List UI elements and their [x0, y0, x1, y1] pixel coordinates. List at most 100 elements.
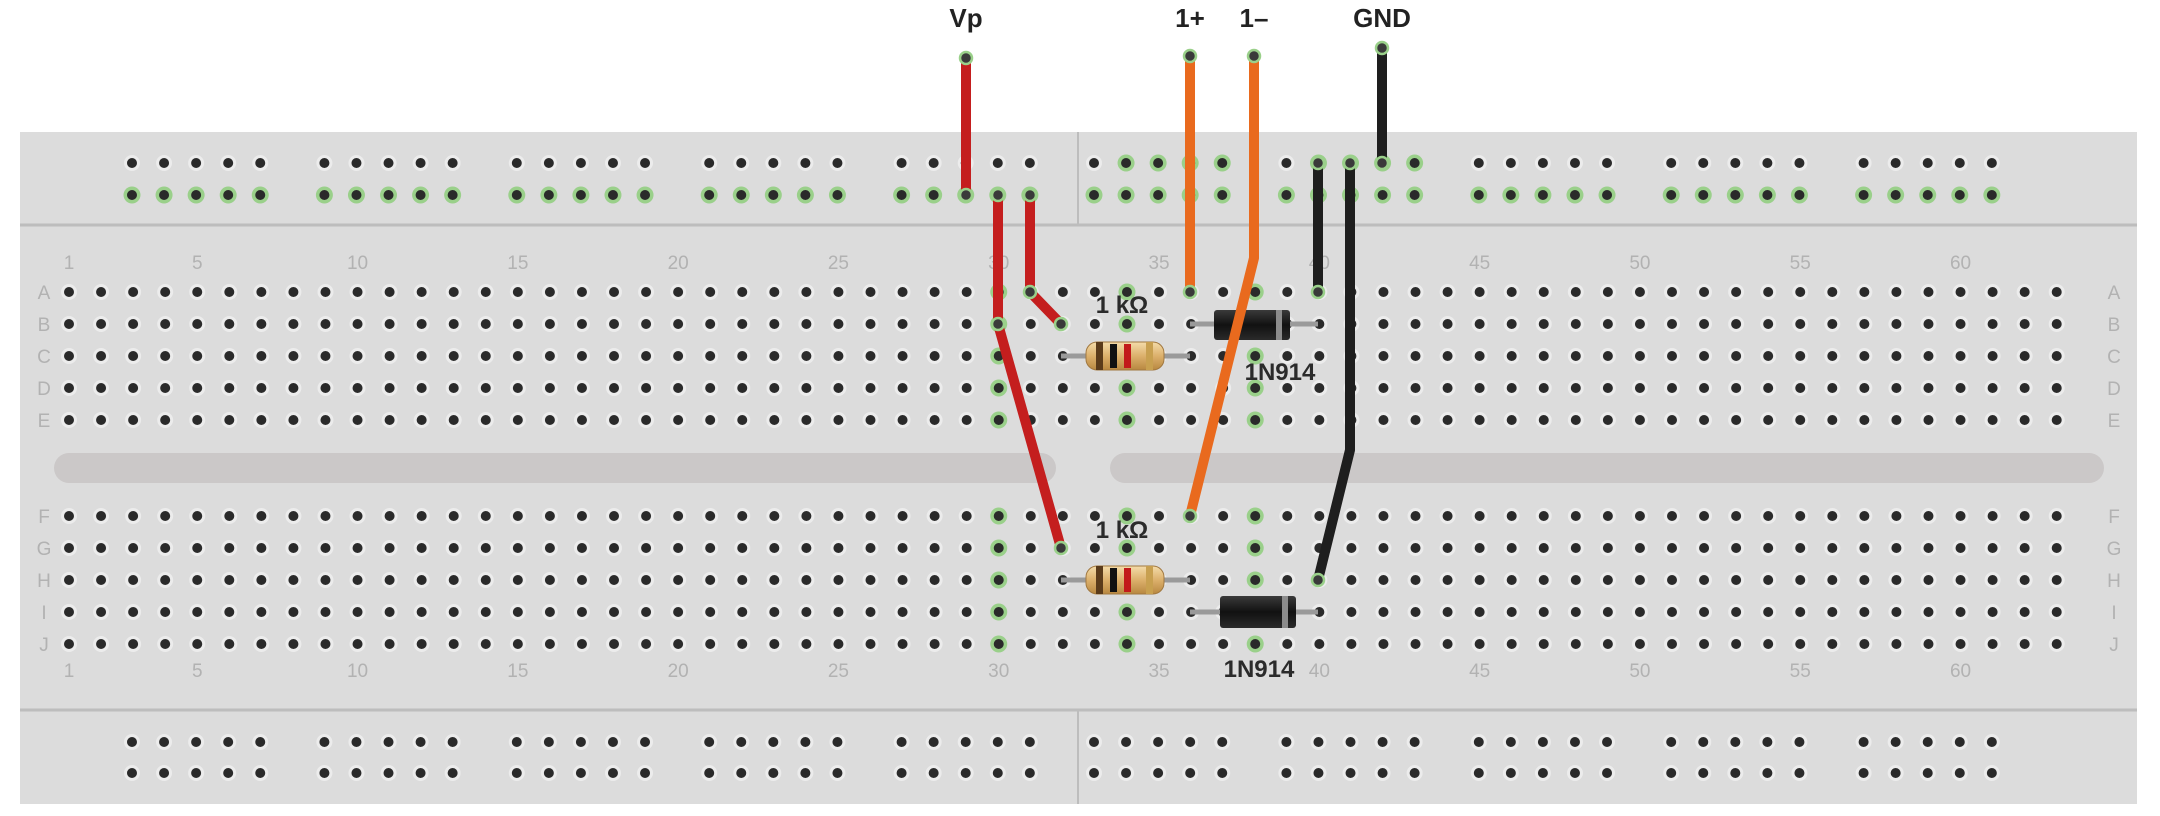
breadboard-hole	[192, 383, 203, 393]
breadboard-hole	[544, 511, 555, 521]
wire-ends	[958, 40, 1390, 588]
breadboard-hole	[576, 415, 587, 425]
breadboard-hole	[160, 319, 171, 329]
breadboard-hole	[1891, 607, 1902, 617]
breadboard-hole	[768, 190, 779, 200]
breadboard-hole	[1089, 639, 1100, 649]
breadboard-hole	[1795, 543, 1806, 553]
breadboard-hole	[1634, 383, 1645, 393]
breadboard-hole	[351, 737, 362, 747]
diode-bottom[interactable]	[1190, 596, 1318, 628]
breadboard-hole	[1314, 639, 1325, 649]
resistor-top[interactable]	[1061, 341, 1190, 371]
breadboard-hole	[1057, 383, 1068, 393]
breadboard-hole	[1378, 607, 1389, 617]
column-label: 40	[1309, 661, 1330, 682]
breadboard-hole	[1378, 639, 1389, 649]
breadboard-hole	[96, 543, 107, 553]
breadboard-hole	[544, 287, 555, 297]
breadboard-hole	[1891, 383, 1902, 393]
breadboard-hole	[1121, 319, 1132, 329]
breadboard-hole	[576, 287, 587, 297]
breadboard-hole	[1474, 639, 1485, 649]
breadboard-hole	[865, 415, 876, 425]
breadboard-hole	[384, 351, 395, 361]
breadboard-hole	[1153, 158, 1164, 168]
breadboard-hole	[416, 319, 427, 329]
breadboard-hole	[127, 737, 137, 747]
breadboard-hole	[1154, 383, 1165, 393]
breadboard-hole	[1154, 543, 1165, 553]
breadboard-hole	[737, 543, 748, 553]
breadboard-hole	[1442, 511, 1453, 521]
resistor-bottom[interactable]	[1061, 565, 1190, 595]
wire-end	[1310, 155, 1326, 171]
breadboard-hole	[607, 158, 618, 168]
breadboard-hole	[929, 287, 940, 297]
breadboard-hole	[512, 383, 523, 393]
breadboard-hole	[96, 575, 107, 585]
breadboard-hole	[1923, 319, 1934, 329]
breadboard-hole	[2019, 607, 2030, 617]
breadboard-hole	[1667, 639, 1677, 649]
breadboard-hole	[1025, 511, 1036, 521]
column-label: 45	[1469, 661, 1490, 682]
breadboard-hole	[1314, 511, 1325, 521]
breadboard-hole	[1923, 543, 1934, 553]
breadboard-hole	[288, 575, 299, 585]
breadboard-hole	[673, 607, 684, 617]
breadboard-hole	[865, 383, 876, 393]
breadboard-hole	[1409, 158, 1420, 168]
breadboard-hole	[1763, 575, 1774, 585]
breadboard-hole	[704, 768, 715, 778]
breadboard-hole	[1250, 543, 1261, 553]
breadboard-hole	[352, 511, 363, 521]
breadboard-hole	[1602, 190, 1613, 200]
column-label: 30	[988, 661, 1009, 682]
breadboard-hole	[961, 639, 972, 649]
breadboard-hole	[1827, 287, 1838, 297]
label-vp: Vp	[949, 3, 982, 33]
breadboard-hole	[1827, 511, 1838, 521]
breadboard-hole	[127, 768, 137, 778]
breadboard-hole	[1634, 287, 1645, 297]
breadboard-hole	[383, 768, 394, 778]
breadboard-hole	[1795, 383, 1806, 393]
breadboard-hole	[1827, 383, 1838, 393]
breadboard-hole	[640, 737, 651, 747]
breadboard-hole	[1025, 351, 1036, 361]
breadboard-hole	[897, 383, 908, 393]
wire-1minus-lead[interactable]	[1185, 51, 1259, 521]
breadboard-hole	[64, 287, 74, 297]
breadboard-hole	[1763, 607, 1774, 617]
breadboard-hole	[320, 607, 331, 617]
wire-end	[1182, 284, 1198, 300]
breadboard-hole	[641, 543, 652, 553]
breadboard-hole	[1153, 768, 1164, 778]
breadboard-hole	[1538, 639, 1549, 649]
breadboard-hole	[1795, 287, 1806, 297]
breadboard-hole	[1506, 575, 1517, 585]
breadboard-hole	[319, 737, 330, 747]
breadboard-hole	[769, 319, 780, 329]
breadboard-hole	[383, 190, 394, 200]
label-gnd: GND	[1353, 3, 1411, 33]
breadboard-hole	[1506, 287, 1517, 297]
breadboard-hole	[448, 319, 459, 329]
breadboard-hole	[64, 511, 74, 521]
breadboard-hole	[1346, 639, 1357, 649]
breadboard-hole	[1955, 319, 1966, 329]
breadboard-hole	[1282, 415, 1293, 425]
wire-gnd-rail-to-h38[interactable]	[1313, 158, 1355, 585]
breadboard-hole	[929, 543, 940, 553]
breadboard-hole	[609, 543, 620, 553]
breadboard-hole	[255, 158, 266, 168]
breadboard-hole	[1699, 511, 1710, 521]
wire-end	[1022, 284, 1038, 300]
breadboard-hole	[1154, 287, 1165, 297]
breadboard-hole	[607, 768, 618, 778]
breadboard-hole	[480, 543, 491, 553]
breadboard-hole	[191, 190, 202, 200]
breadboard-hole	[833, 543, 844, 553]
wire-end	[1182, 48, 1198, 64]
